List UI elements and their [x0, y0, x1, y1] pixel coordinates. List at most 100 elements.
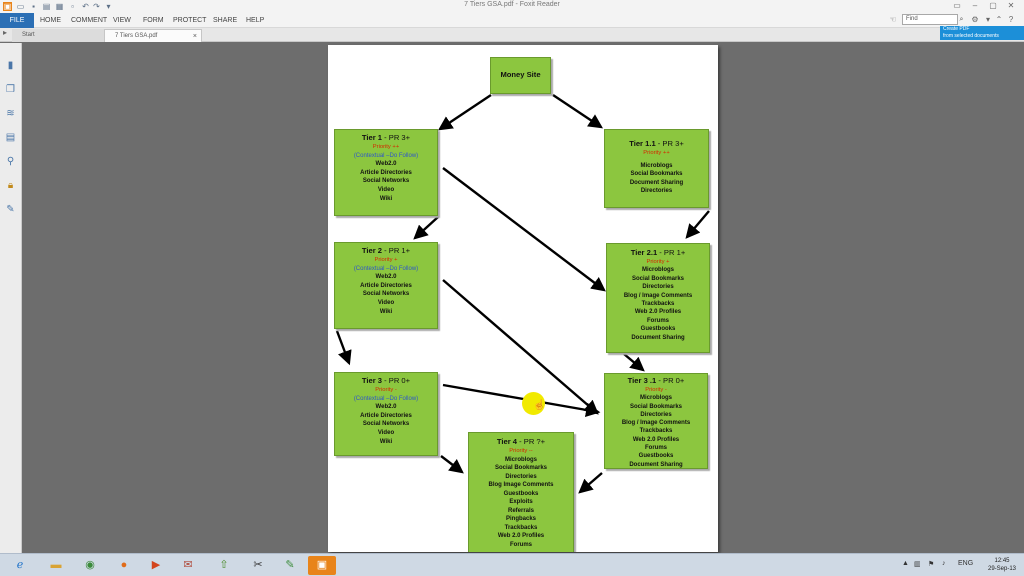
diagram-arrows — [335, 94, 710, 494]
tier2-heading: Tier 2 - PR 1+ — [335, 246, 437, 256]
tier3-priority: Priority - — [375, 387, 397, 393]
up-icon[interactable]: ⌃ — [995, 15, 1003, 24]
folder-open-icon[interactable]: ▭ — [16, 2, 25, 11]
volume-icon[interactable]: ♪ — [942, 560, 946, 567]
maximize-icon[interactable]: ▢ — [989, 1, 997, 10]
foxit-icon[interactable]: ▣ — [308, 556, 336, 575]
list-item: Social Bookmarks — [629, 403, 683, 410]
tier1-priority: Priority ++ — [372, 144, 400, 150]
signature-icon[interactable]: ✎ — [6, 204, 15, 215]
ribbon-menu-bar: FILE HOME COMMENT VIEW FORM PROTECT SHAR… — [0, 13, 1024, 28]
menu-protect[interactable]: PROTECT — [173, 17, 207, 24]
money-site-box: Money Site — [490, 57, 551, 94]
comments-icon[interactable]: ▤ — [5, 132, 16, 143]
tier4-priority: Priority -- — [509, 448, 533, 454]
pages-icon[interactable]: ❐ — [6, 84, 15, 95]
list-item: Wiki — [379, 438, 393, 445]
menu-form[interactable]: FORM — [143, 17, 164, 24]
arrow-tier2-to-tier3 — [335, 330, 352, 366]
tier21-title: Tier 2.1 — [630, 248, 658, 257]
chrome-icon[interactable]: ◉ — [85, 559, 95, 571]
ie-icon[interactable]: ℯ — [16, 559, 24, 571]
app-icon[interactable]: ✉ — [183, 559, 193, 571]
tier3-title: Tier 3 — [361, 376, 383, 385]
tier4-heading: Tier 4 - PR ?+ — [469, 437, 573, 447]
explorer-icon[interactable]: ▬ — [50, 559, 62, 571]
flag-icon[interactable]: ⚑ — [928, 561, 935, 568]
bookmark-icon[interactable]: ▮ — [7, 60, 14, 71]
list-item: Blog Image Comments — [488, 482, 554, 488]
firefox-icon[interactable]: ● — [120, 559, 128, 571]
create-pdf-notification[interactable]: Create PDF from selected documents — [940, 26, 1024, 40]
hand-cursor-icon: ☝ — [533, 400, 546, 411]
menu-view[interactable]: VIEW — [113, 17, 131, 24]
menu-file[interactable]: FILE — [0, 13, 34, 28]
tier31-priority: Priority - — [645, 387, 667, 393]
list-item: Directories — [505, 473, 537, 480]
list-item: Social Bookmarks — [494, 465, 548, 471]
menu-comment[interactable]: COMMENT — [71, 17, 108, 24]
editor-icon[interactable]: ✎ — [285, 559, 295, 571]
menu-share[interactable]: SHARE — [213, 17, 238, 24]
document-tab-bar: ▸ Start 7 Tiers GSA.pdf × ▾ — [0, 28, 1024, 65]
list-item: Guestbooks — [640, 326, 676, 333]
list-item: Directories — [640, 411, 672, 418]
search-icon[interactable]: ⌕ — [959, 16, 964, 23]
tier2-pr: - PR 1+ — [382, 246, 411, 255]
tool-icon[interactable]: ✂ — [253, 559, 263, 571]
hand-icon[interactable]: ☜ — [889, 15, 897, 24]
restore-ribbon-icon[interactable]: ▭ — [953, 1, 961, 10]
save-icon[interactable]: ▪ — [32, 2, 35, 11]
windows-taskbar: ℯ ▬ ◉ ● ▶ ✉ ⇧ ✂ ✎ ▣ ▲ ▥ ⚑ ♪ ENG 12:45 29… — [0, 553, 1024, 576]
tier4-box: Tier 4 - PR ?+ Priority -- Microblogs So… — [468, 432, 574, 552]
redo-icon[interactable]: ↷ — [93, 2, 100, 11]
menu-home[interactable]: HOME — [40, 17, 61, 24]
menu-help[interactable]: HELP — [246, 17, 265, 24]
tab-close-icon[interactable]: × — [192, 33, 197, 40]
system-clock[interactable]: 12:45 29-Sep-13 — [982, 557, 1022, 573]
new-icon[interactable]: ▫ — [71, 2, 74, 11]
attachments-icon[interactable]: ⚲ — [6, 156, 15, 167]
list-item: Microblogs — [640, 162, 673, 169]
panel-toggle-icon[interactable]: ▸ — [2, 28, 7, 37]
find-input[interactable]: Find — [902, 14, 958, 25]
tab-start[interactable]: Start — [12, 29, 104, 42]
close-icon[interactable]: ✕ — [1007, 1, 1015, 10]
language-indicator[interactable]: ENG — [958, 560, 974, 567]
tier4-pr: - PR ?+ — [517, 437, 546, 446]
minimize-icon[interactable]: – — [972, 1, 978, 10]
undo-icon[interactable]: ↶ — [82, 2, 89, 11]
layers-icon[interactable]: ≋ — [6, 108, 15, 119]
tier11-title: Tier 1.1 — [629, 139, 656, 148]
foxit-logo-icon[interactable]: ▣ — [3, 2, 12, 11]
settings-icon[interactable]: ⚙ — [971, 15, 979, 24]
arrow-tier1-to-tier2 — [413, 216, 439, 240]
pdf-page: Money Site Tier 1 - PR 3+ Priority ++ (C… — [328, 45, 718, 552]
dropdown-icon[interactable]: ▾ — [106, 2, 111, 11]
tab-document[interactable]: 7 Tiers GSA.pdf × — [104, 29, 202, 42]
list-item: Web2.0 — [375, 404, 397, 411]
media-player-icon[interactable]: ▶ — [151, 559, 161, 571]
upload-icon[interactable]: ⇧ — [219, 559, 229, 571]
list-item: Trackbacks — [504, 524, 538, 531]
tab-document-label: 7 Tiers GSA.pdf — [115, 33, 158, 39]
network-icon[interactable]: ▥ — [914, 561, 921, 568]
list-item: Blog / Image Comments — [621, 420, 691, 427]
tier3-pr: - PR 0+ — [382, 376, 411, 385]
print-icon[interactable]: ▤ — [42, 2, 51, 11]
list-item: Trackbacks — [641, 301, 675, 308]
security-icon[interactable]: 🔒︎ — [7, 180, 14, 191]
tier1-heading: Tier 1 - PR 3+ — [335, 133, 437, 143]
chevron-down-icon[interactable]: ▾ — [985, 15, 990, 24]
list-item: Pingbacks — [505, 516, 536, 522]
list-item: Article Directories — [360, 412, 412, 419]
list-item: Wiki — [379, 195, 393, 202]
tier1-title: Tier 1 — [361, 133, 383, 142]
scan-icon[interactable]: ▦ — [55, 2, 64, 11]
tier3-box: Tier 3 - PR 0+ Priority - (Contextual –D… — [334, 372, 438, 456]
tray-arrow-icon[interactable]: ▲ — [902, 560, 909, 567]
navigation-sidebar: ▮ ❐ ≋ ▤ ⚲ 🔒︎ ✎ — [0, 43, 22, 553]
arrow-tier11-to-tier21 — [685, 210, 710, 239]
tier2-box: Tier 2 - PR 1+ Priority + (Contextual –D… — [334, 242, 438, 329]
help-icon[interactable]: ? — [1008, 15, 1014, 24]
